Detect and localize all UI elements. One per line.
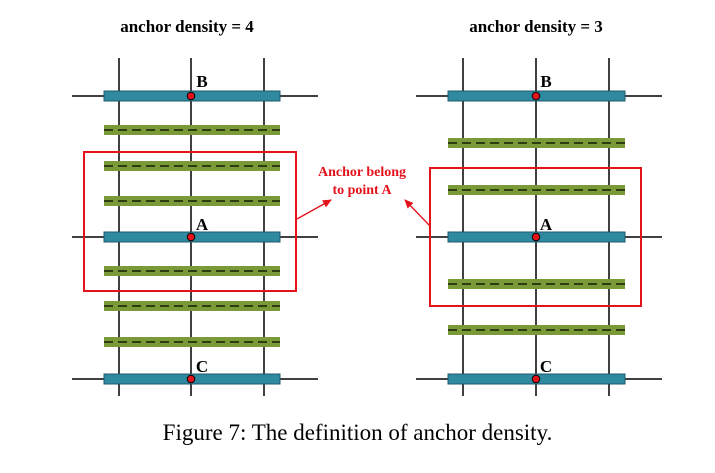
right-point-dot-b xyxy=(531,91,541,101)
annotation-line-2: to point A xyxy=(332,183,392,198)
arrow-to-right-box xyxy=(404,199,431,227)
anchor-density-figure: anchor density = 4 B A C anchor density … xyxy=(72,17,662,396)
left-point-dot-b xyxy=(186,91,196,101)
left-point-label-a: A xyxy=(196,215,209,234)
panel-left: anchor density = 4 B A C xyxy=(72,17,318,396)
panel-right-title: anchor density = 3 xyxy=(469,17,603,36)
figure-caption: Figure 7: The definition of anchor densi… xyxy=(162,420,553,445)
left-anchor-bars xyxy=(104,125,280,347)
left-point-bars xyxy=(103,90,281,385)
right-anchor-bars xyxy=(448,138,625,335)
panel-left-title: anchor density = 4 xyxy=(120,17,254,36)
arrow-to-left-box xyxy=(296,199,332,220)
annotation-line-1: Anchor belong xyxy=(318,165,406,180)
left-point-dot-c xyxy=(186,374,196,384)
right-point-bars xyxy=(447,90,626,385)
right-point-label-a: A xyxy=(540,215,553,234)
left-point-label-b: B xyxy=(196,72,207,91)
annotation: Anchor belong to point A xyxy=(296,165,431,227)
right-point-label-c: C xyxy=(540,357,552,376)
right-point-dot-c xyxy=(531,374,541,384)
panel-right: anchor density = 3 B A C xyxy=(416,17,662,396)
left-anchor-group-box xyxy=(83,151,297,292)
left-point-label-c: C xyxy=(196,357,208,376)
left-point-dot-a xyxy=(186,232,196,242)
right-point-dot-a xyxy=(531,232,541,242)
right-point-label-b: B xyxy=(540,72,551,91)
right-anchor-group-box xyxy=(429,167,642,307)
